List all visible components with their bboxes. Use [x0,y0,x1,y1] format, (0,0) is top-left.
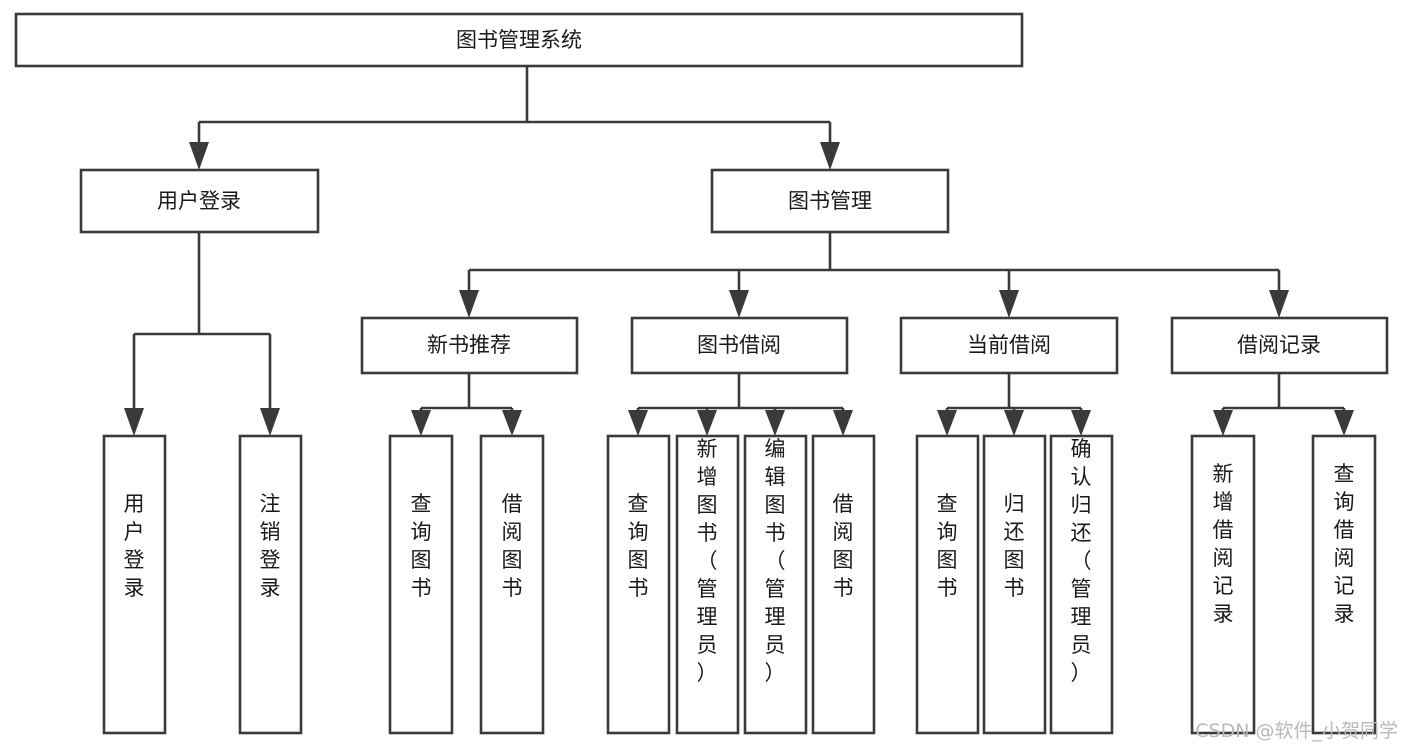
leaf-currentborrow-return-book[interactable]: 归还图书 [982,434,1047,735]
arrow-head-newbook-leaf-1 [411,410,431,436]
arrow-head-borrowrecord-leaf-2 [1334,410,1354,436]
node-book-management[interactable]: 图书管理 [710,168,950,234]
leaf-bookborrow-borrow-book[interactable]: 借阅图书 [811,434,876,735]
leaf-user-login[interactable]: 用户登录 [102,434,167,735]
node-book-management-label: 图书管理 [788,189,872,213]
node-new-book-recommend-label: 新书推荐 [427,333,511,357]
leaf-bookborrow-borrow-book-label: 借阅图书 [833,492,854,600]
arrow-head-leaf-logout [260,408,280,436]
leaf-currentborrow-query-book-label: 查询图书 [937,492,958,600]
leaf-currentborrow-return-book-label: 归还图书 [1004,492,1025,600]
leaf-bookborrow-borrow-book-rect[interactable] [811,434,876,735]
arrow-head-current-borrow [999,290,1019,318]
node-new-book-recommend[interactable]: 新书推荐 [360,316,579,375]
leaf-bookborrow-add-book-label: 新增图书（管理员） [697,437,718,685]
leaf-bookborrow-query-book[interactable]: 查询图书 [606,434,671,735]
leaf-currentborrow-query-book-rect[interactable] [915,434,980,735]
node-book-management-rect[interactable] [710,168,950,234]
leaf-newbook-query-book-label: 查询图书 [411,492,432,600]
arrow-head-bookborrow-leaf-2 [697,410,717,436]
leaf-borrowrecord-query-record-rect[interactable] [1311,434,1377,735]
node-book-borrow-rect[interactable] [630,316,849,375]
arrow-head-currentborrow-leaf-1 [937,410,957,436]
leaf-logout[interactable]: 注销登录 [238,434,303,735]
leaf-borrowrecord-add-record-label: 新增借阅记录 [1213,462,1234,626]
arrow-head-book-borrow [729,290,749,318]
leaf-newbook-query-book[interactable]: 查询图书 [388,434,454,735]
arrow-head-new-book-recommend [459,290,479,318]
node-root-label: 图书管理系统 [456,28,582,52]
leaf-newbook-borrow-book[interactable]: 借阅图书 [479,434,545,735]
leaf-bookborrow-query-book-label: 查询图书 [628,492,649,600]
leaf-newbook-borrow-book-label: 借阅图书 [502,492,523,600]
node-current-borrow[interactable]: 当前借阅 [899,316,1119,375]
node-user-login-label: 用户登录 [157,189,241,213]
leaf-currentborrow-confirm-return[interactable]: 确认归还（管理员） [1049,434,1114,735]
leaf-logout-rect[interactable] [238,434,303,735]
arrow-head-newbook-leaf-2 [502,410,522,436]
leaf-borrowrecord-query-record[interactable]: 查询借阅记录 [1311,434,1377,735]
node-borrow-record-rect[interactable] [1170,316,1389,375]
leaf-bookborrow-edit-book[interactable]: 编辑图书（管理员） [743,434,808,735]
leaf-borrowrecord-add-record[interactable]: 新增借阅记录 [1190,434,1256,735]
node-user-login-rect[interactable] [79,168,320,234]
leaf-bookborrow-add-book-rect[interactable] [675,434,740,735]
leaf-logout-label: 注销登录 [260,492,281,600]
leaf-currentborrow-confirm-return-label: 确认归还（管理员） [1071,437,1092,685]
node-borrow-record-label: 借阅记录 [1237,333,1321,357]
arrow-head-borrowrecord-leaf-1 [1213,410,1233,436]
leaf-user-login-label: 用户登录 [124,492,145,600]
connector-layer [124,66,1354,436]
leaf-bookborrow-add-book[interactable]: 新增图书（管理员） [675,434,740,735]
watermark-label: CSDN @软件_小贺同学 [1195,720,1398,742]
leaf-borrowrecord-query-record-label: 查询借阅记录 [1334,462,1355,626]
arrow-head-currentborrow-leaf-2 [1004,410,1024,436]
node-current-borrow-rect[interactable] [899,316,1119,375]
node-root-book-management-system[interactable]: 图书管理系统 [14,12,1024,68]
arrow-head-leaf-user-login [124,408,144,436]
leaf-currentborrow-query-book[interactable]: 查询图书 [915,434,980,735]
leaf-currentborrow-return-book-rect[interactable] [982,434,1047,735]
leaf-newbook-borrow-book-rect[interactable] [479,434,545,735]
node-root-rect[interactable] [14,12,1024,68]
leaf-user-login-rect[interactable] [102,434,167,735]
arrow-head-bookborrow-leaf-3 [765,410,785,436]
leaf-currentborrow-confirm-return-rect[interactable] [1049,434,1114,735]
node-book-borrow-label: 图书借阅 [697,333,781,357]
leaf-bookborrow-edit-book-rect[interactable] [743,434,808,735]
leaf-bookborrow-query-book-rect[interactable] [606,434,671,735]
arrow-head-book-mgmt [820,142,840,170]
node-current-borrow-label: 当前借阅 [967,333,1051,357]
node-new-book-recommend-rect[interactable] [360,316,579,375]
leaf-borrowrecord-add-record-rect[interactable] [1190,434,1256,735]
arrow-head-currentborrow-leaf-3 [1071,410,1091,436]
node-book-borrow[interactable]: 图书借阅 [630,316,849,375]
arrow-head-borrow-record [1269,290,1289,318]
node-user-login[interactable]: 用户登录 [79,168,320,234]
node-borrow-record[interactable]: 借阅记录 [1170,316,1389,375]
arrow-head-user-login [189,142,209,170]
leaf-newbook-query-book-rect[interactable] [388,434,454,735]
arrow-head-bookborrow-leaf-4 [833,410,853,436]
arrow-head-bookborrow-leaf-1 [628,410,648,436]
leaf-bookborrow-edit-book-label: 编辑图书（管理员） [765,437,786,685]
